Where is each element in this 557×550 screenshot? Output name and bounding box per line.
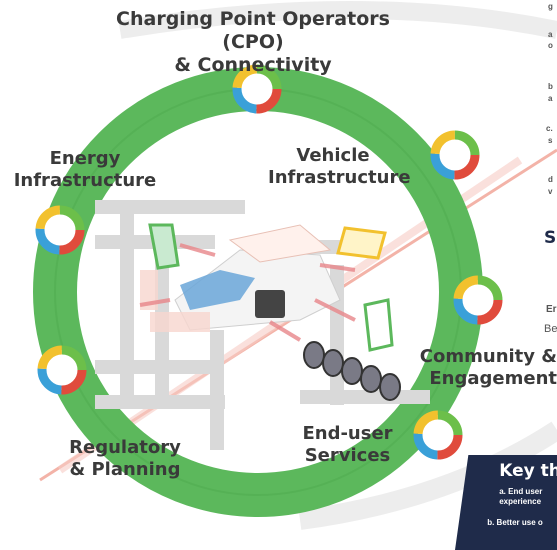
right-note: b	[548, 82, 553, 91]
charger-icon	[363, 298, 394, 352]
right-bottom-note: Be	[544, 323, 557, 335]
node-enduser	[413, 410, 463, 460]
node-energy	[35, 205, 85, 255]
label-community: Community & Engagement	[416, 346, 557, 389]
key-themes-panel: Key th a. End user experience b. Better …	[455, 455, 557, 550]
node-community	[453, 275, 503, 325]
label-regulatory-line1: Regulatory	[69, 437, 181, 458]
right-bottom-note: Er	[546, 304, 557, 315]
label-community-line2: Engagement	[429, 367, 557, 389]
battery-cells	[303, 341, 401, 401]
key-theme-item: b. Better use o	[487, 517, 543, 527]
label-cpo: Charging Point Operators (CPO) & Connect…	[88, 8, 418, 76]
key-theme-item: a. End user	[499, 487, 543, 496]
label-enduser: End-user Services	[290, 423, 405, 466]
right-note: a	[548, 30, 553, 39]
node-regulatory	[37, 345, 87, 395]
node-cpo	[232, 64, 282, 114]
charger-icon	[148, 223, 180, 270]
label-cpo-line1: Charging Point Operators (CPO)	[116, 8, 390, 53]
background-swoosh	[298, 421, 557, 530]
label-vehicle-line2: Infrastructure	[268, 166, 411, 188]
label-regulatory-line2: & Planning	[69, 458, 181, 480]
key-theme-item: experience	[499, 497, 542, 507]
node-vehicle	[430, 130, 480, 180]
label-vehicle-line1: Vehicle	[296, 145, 370, 166]
flow-arrows	[139, 243, 356, 342]
right-note: c.	[546, 124, 553, 133]
label-community-line1: Community &	[419, 346, 557, 367]
solar-panel-icon	[336, 226, 387, 260]
label-enduser-line1: End-user	[302, 423, 393, 444]
right-note: a	[548, 94, 553, 103]
label-enduser-line2: Services	[304, 444, 391, 466]
key-themes-title: Key th	[499, 461, 557, 481]
label-regulatory: Regulatory & Planning	[60, 437, 190, 480]
right-note: g	[548, 2, 553, 11]
label-cpo-line2: & Connectivity	[174, 53, 332, 76]
right-note: s	[548, 136, 553, 145]
label-energy-line1: Energy	[49, 148, 121, 169]
right-note: o	[548, 41, 553, 50]
label-energy: Energy Infrastructure	[10, 148, 160, 191]
label-energy-line2: Infrastructure	[13, 169, 157, 191]
right-note: v	[548, 187, 553, 196]
right-note: d	[548, 175, 553, 184]
background-swoosh	[118, 1, 557, 39]
right-heading: S	[544, 228, 557, 248]
label-vehicle: Vehicle Infrastructure	[268, 145, 411, 188]
vehicle-illustration	[140, 224, 341, 332]
